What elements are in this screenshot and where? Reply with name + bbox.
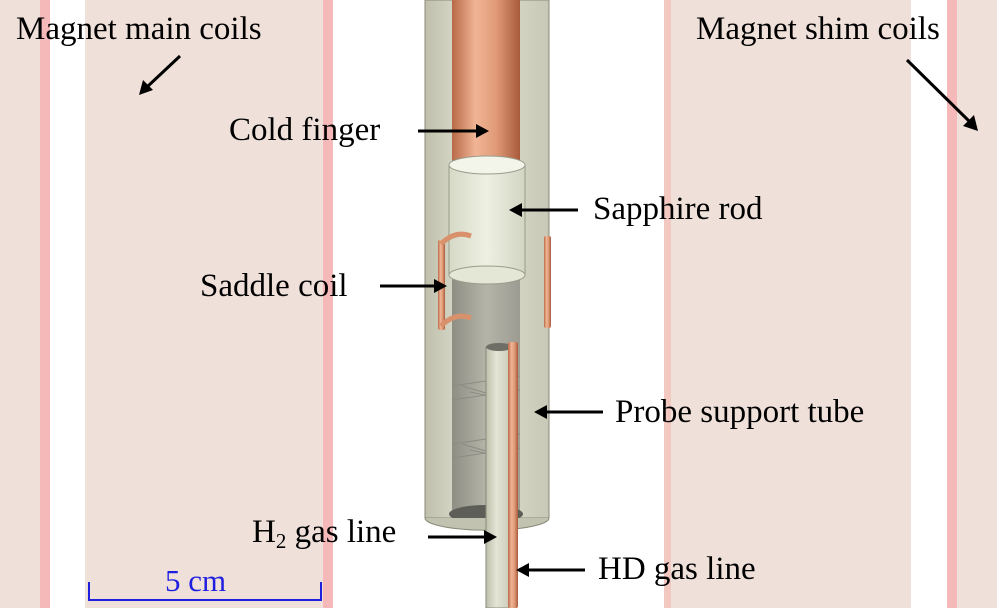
scale-bar-label: 5 cm bbox=[165, 563, 227, 598]
magnet-shim-coil-right bbox=[664, 0, 997, 608]
label-saddle-coil: Saddle coil bbox=[200, 268, 348, 304]
cold-finger bbox=[452, 0, 520, 160]
arrow-sapphire-rod bbox=[509, 203, 578, 217]
h2-gas-line-rest: gas line bbox=[286, 514, 397, 550]
arrow-shim-coils bbox=[905, 58, 978, 131]
arrow-cold-finger bbox=[418, 124, 489, 138]
arrow-main-coils bbox=[139, 54, 182, 95]
magnet-main-coil-left bbox=[0, 0, 333, 608]
arrow-h2-gas-line bbox=[428, 530, 497, 544]
hd-gas-line bbox=[508, 342, 518, 608]
label-sapphire-rod: Sapphire rod bbox=[593, 191, 763, 227]
label-magnet-shim-coils: Magnet shim coils bbox=[696, 11, 940, 47]
arrow-saddle-coil bbox=[380, 279, 447, 293]
arrow-hd-gas-line bbox=[516, 563, 585, 577]
h2-gas-line-h: H bbox=[252, 514, 276, 550]
label-probe-support-tube: Probe support tube bbox=[615, 394, 865, 430]
h2-gas-line-subscript: 2 bbox=[275, 529, 287, 553]
arrow-probe-support-tube bbox=[534, 405, 603, 419]
label-magnet-main-coils: Magnet main coils bbox=[16, 11, 262, 47]
label-cold-finger: Cold finger bbox=[229, 112, 381, 148]
label-h2-gas-line: H2 gas line bbox=[252, 516, 396, 552]
scale-bar bbox=[88, 582, 322, 601]
sapphire-rod bbox=[448, 155, 526, 285]
annotation-arrows bbox=[139, 54, 978, 577]
label-hd-gas-line: HD gas line bbox=[598, 551, 756, 587]
